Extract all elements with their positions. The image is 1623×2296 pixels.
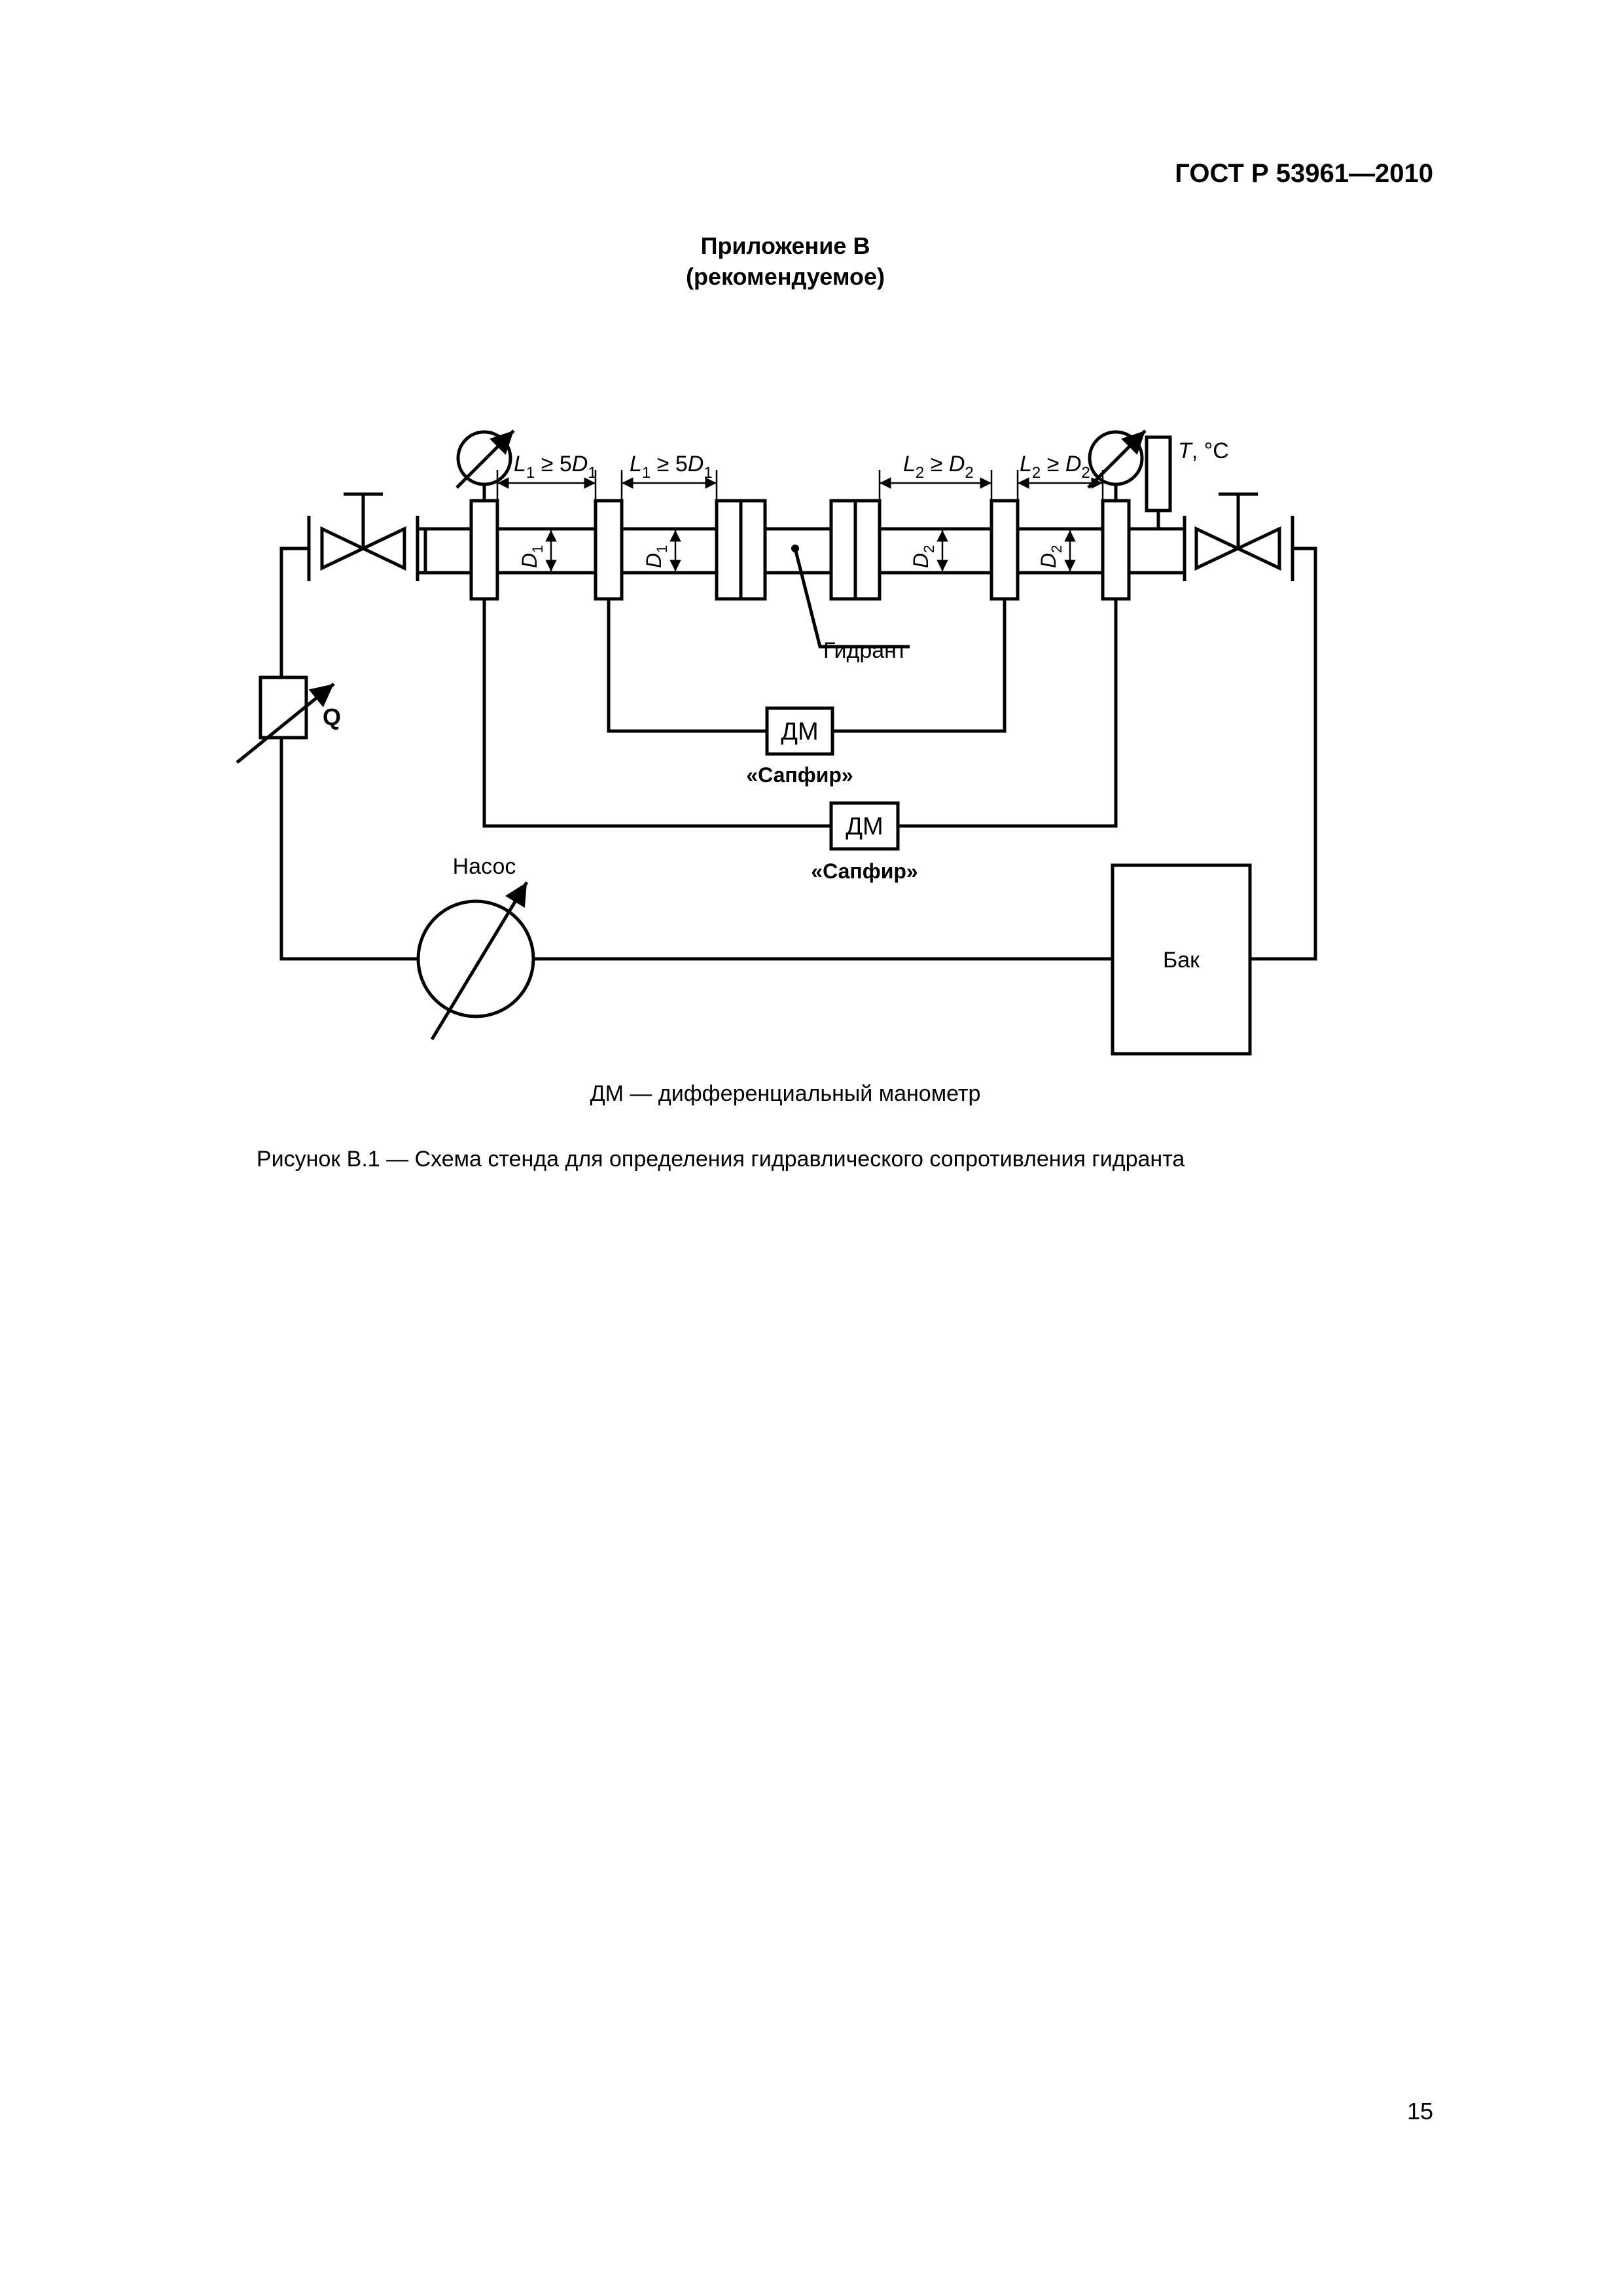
dim-d1-label-b: D1 xyxy=(642,545,670,568)
diagram-svg: L1 ≥ 5D1 L1 ≥ 5D1 L2 ≥ D2 L2 ≥ D2 D1 D1 … xyxy=(236,429,1317,1056)
dm-box-inner xyxy=(765,706,834,756)
dm-outer-loop-left xyxy=(482,599,831,828)
pressure-tap-4 xyxy=(1101,499,1131,601)
test-bench-diagram: L1 ≥ 5D1 L1 ≥ 5D1 L2 ≥ D2 L2 ≥ D2 D1 D1 … xyxy=(0,0,1623,1113)
appendix-title: Приложение В xyxy=(700,232,870,259)
hydrant-label: Гидрант xyxy=(823,638,907,663)
pump-arrow xyxy=(430,881,529,1041)
hydrant-point xyxy=(791,545,799,552)
manometer-left-arrow xyxy=(455,429,515,489)
pressure-tap-2 xyxy=(594,499,624,601)
temperature-label: T, °С xyxy=(1178,439,1229,463)
hydrant-flange-right-a xyxy=(829,499,857,601)
dim-d1-label-a: D1 xyxy=(518,545,546,568)
dim-d2-label-a: D2 xyxy=(909,545,937,568)
pressure-tap-1 xyxy=(469,499,499,601)
dm-box-outer xyxy=(829,801,900,851)
dm-outer-loop-right xyxy=(898,599,1118,828)
dim-d2-label-b: D2 xyxy=(1037,545,1065,568)
thermometer-body xyxy=(1145,435,1172,512)
figure-caption: Рисунок В.1 — Схема стенда для определен… xyxy=(257,1147,1185,1172)
dim-l1-label-right: L1 ≥ 5D1 xyxy=(630,452,713,482)
dim-l2-label-right: L2 ≥ D2 xyxy=(1020,452,1090,482)
dm-inner-label: ДМ xyxy=(781,718,818,745)
page-number: 15 xyxy=(1406,2098,1433,2125)
left-return-pipe xyxy=(279,547,419,961)
flow-meter-arrow xyxy=(236,683,335,764)
pump-circle xyxy=(416,899,535,1018)
dim-l1-label-left: L1 ≥ 5D1 xyxy=(514,452,597,482)
pressure-tap-3 xyxy=(990,499,1020,601)
document-code: ГОСТ Р 53961—2010 xyxy=(1175,159,1433,188)
dm-inner-sapfir: «Сапфир» xyxy=(746,763,853,787)
dm-outer-sapfir: «Сапфир» xyxy=(811,859,918,883)
figure-legend: ДМ — дифференциальный манометр xyxy=(590,1081,981,1106)
dim-l2-label-left: L2 ≥ D2 xyxy=(903,452,974,482)
tank-label: Бак xyxy=(1163,948,1200,973)
flow-meter-box xyxy=(259,675,308,740)
pump-label: Насос xyxy=(453,854,516,879)
tank-box xyxy=(1111,863,1252,1056)
hydrant-flange-left-a xyxy=(715,499,743,601)
hydrant-flange-left-b xyxy=(739,499,767,601)
right-valve xyxy=(1194,526,1281,571)
dm-outer-label: ДМ xyxy=(846,813,883,840)
dm-inner-loop-right xyxy=(832,599,1007,733)
left-valve xyxy=(320,526,406,571)
hydrant-leader xyxy=(793,548,910,649)
dm-inner-loop-left xyxy=(607,599,767,733)
right-return-pipe xyxy=(1250,547,1317,961)
hydrant-flange-right-b xyxy=(853,499,882,601)
flow-meter-label: Q xyxy=(323,704,341,730)
appendix-subtitle: (рекомендуемое) xyxy=(686,263,885,290)
